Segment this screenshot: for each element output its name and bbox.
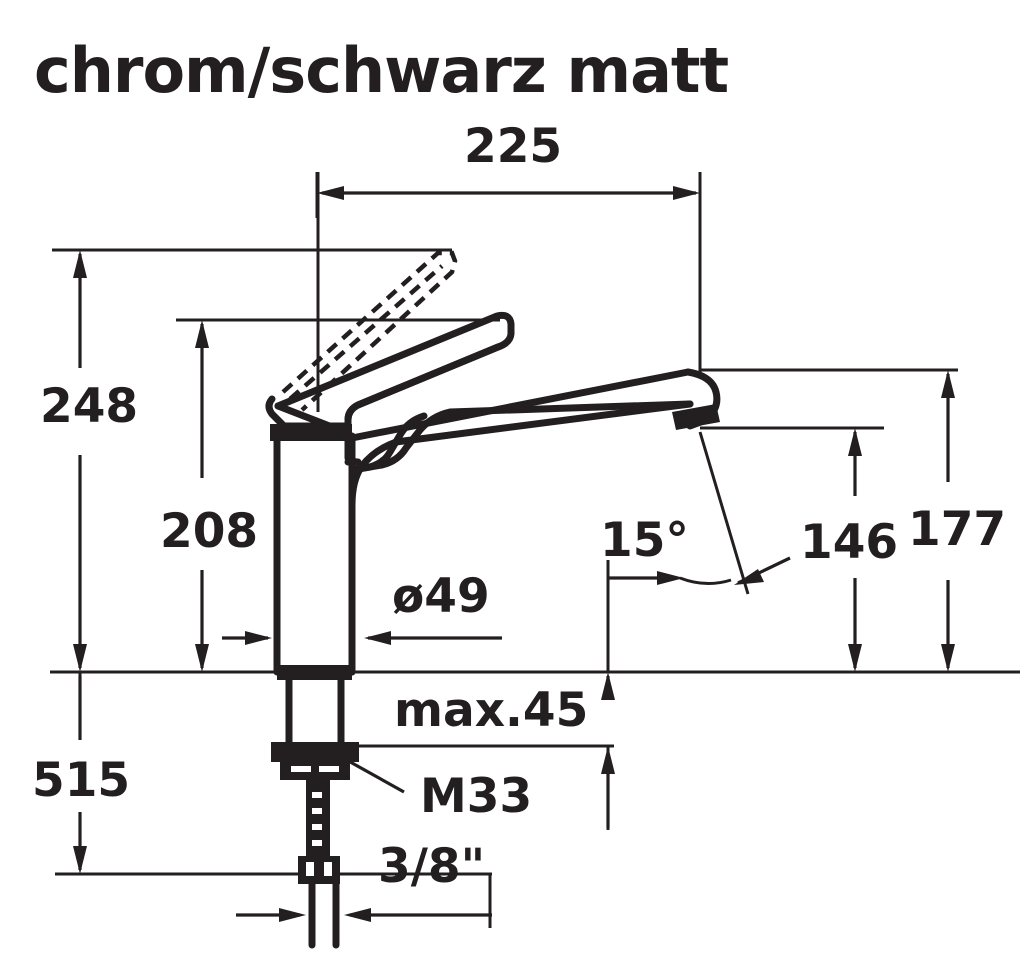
dimension-angle-15: 15° — [600, 431, 791, 595]
dimension-146: 146 — [800, 428, 898, 672]
spout-curve-upper — [348, 412, 428, 474]
dimension-label-248: 248 — [40, 379, 138, 434]
dimension-label-177: 177 — [908, 502, 1006, 557]
dimension-label-515: 515 — [32, 753, 130, 808]
dimension-supply-38: 3/8" — [236, 839, 492, 922]
dimension-max45: max.45 — [394, 672, 615, 828]
arrow-in-d49-right — [364, 631, 391, 645]
arrow-up-248 — [73, 250, 87, 278]
spout-underside — [348, 400, 694, 509]
arrow-up-146 — [848, 428, 862, 456]
arrow-down-177 — [941, 644, 955, 672]
dimension-label-208: 208 — [160, 504, 258, 559]
dimension-diameter-49: ø49 — [222, 569, 502, 645]
arrow-down-248 — [73, 644, 87, 672]
arrow-angle-right — [734, 569, 764, 585]
dimension-248: 248 — [40, 250, 138, 672]
dimension-177: 177 — [908, 370, 1006, 672]
dimension-label-diameter-49: ø49 — [392, 569, 490, 624]
dimension-208: 208 — [160, 320, 258, 672]
dimension-label-max45: max.45 — [394, 683, 588, 738]
angle-arc — [679, 576, 732, 585]
arrow-up-177 — [941, 370, 955, 398]
arrow-in-38-right — [344, 908, 371, 922]
arrow-down-146 — [848, 644, 862, 672]
arrow-down-208 — [195, 644, 209, 672]
threaded-nut-m33 — [271, 742, 359, 780]
dimension-label-m33: M33 — [420, 769, 532, 824]
arrow-angle-left — [657, 571, 684, 585]
dimension-label-225: 225 — [464, 119, 562, 174]
faucet-body — [265, 250, 721, 949]
dimension-label-supply-38: 3/8" — [378, 839, 485, 894]
lever-handle-raised-outline — [281, 250, 458, 412]
arrow-left-225 — [317, 186, 344, 200]
drawing-title: chrom/schwarz matt — [34, 34, 729, 107]
aerator-head — [672, 368, 721, 430]
dimension-m33: M33 — [316, 742, 532, 824]
arrow-right-225 — [673, 186, 700, 200]
handle-collar — [270, 424, 352, 441]
supply-shank — [298, 780, 340, 949]
arrow-up-max45 — [601, 672, 615, 700]
faucet-column — [273, 432, 356, 676]
mounting-base — [277, 665, 352, 750]
arrow-up-208 — [195, 320, 209, 348]
arrow-in-38-left — [279, 908, 306, 922]
arrow-down-515 — [73, 846, 87, 874]
arrow-down-max45 — [601, 746, 615, 774]
arrow-in-d49-left — [245, 631, 272, 645]
angle-leg-line — [698, 431, 750, 595]
dimension-label-angle-15: 15° — [600, 513, 689, 568]
dimension-515: 515 — [32, 676, 130, 874]
dimension-label-146: 146 — [800, 515, 898, 570]
dimension-225: 225 — [317, 119, 700, 200]
